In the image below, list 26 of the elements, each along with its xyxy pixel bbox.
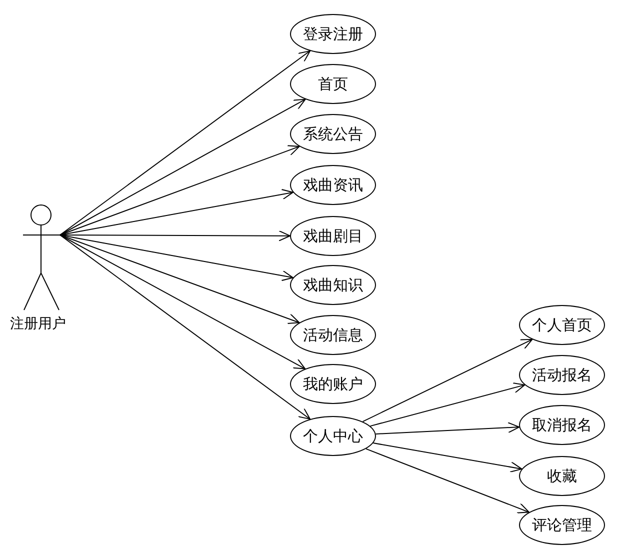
use-case-ellipse: 活动信息 [290,315,376,355]
use-case-ellipse: 我的账户 [290,364,376,404]
use-case-ellipse: 戏曲资讯 [290,165,376,205]
arrow [372,442,522,472]
use-case-ellipse: 评论管理 [519,505,605,545]
use-case-ellipse: 收藏 [519,456,605,496]
use-case-ellipse: 取消报名 [519,405,605,445]
arrow [60,98,306,236]
arrow [366,448,530,514]
use-case-ellipse: 戏曲知识 [290,265,376,305]
use-case-ellipse: 个人中心 [290,416,376,456]
use-case-ellipse: 戏曲剧目 [290,216,376,256]
actor-label: 注册用户 [10,315,66,333]
use-case-ellipse: 活动报名 [519,355,605,395]
use-case-ellipse: 个人首页 [519,305,605,345]
arrow [370,382,526,427]
arrow [60,145,300,236]
arrow [362,338,533,422]
use-case-ellipse: 首页 [290,64,376,104]
arrow [60,234,306,370]
use-case-ellipse: 登录注册 [290,14,376,54]
arrow [60,234,300,324]
use-case-ellipse: 系统公告 [290,114,376,154]
arrow [375,422,520,434]
arrow [60,50,311,236]
arrow [60,234,311,420]
